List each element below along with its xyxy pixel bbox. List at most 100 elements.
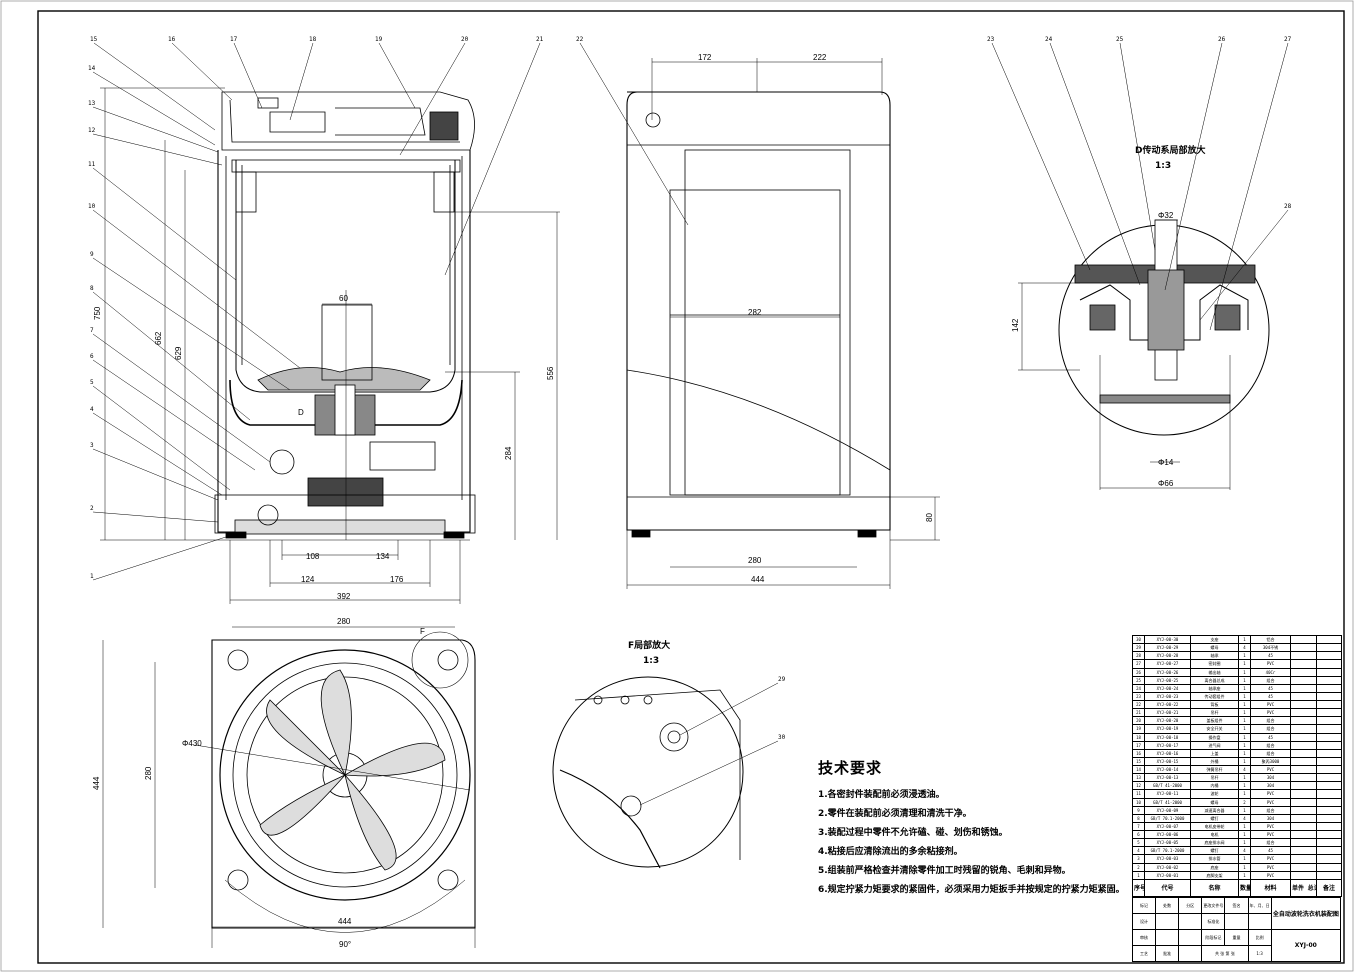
bom-cell: 1 [1238,708,1251,718]
bom-cell: 1 [1238,781,1251,791]
bom-cell [1290,813,1317,823]
bom-cell: 组合 [1250,724,1291,734]
bom-cell: GB/T 41-2000 [1144,797,1191,807]
note-item: 2.零件在装配前必须清理和清洗干净。 [818,809,972,819]
bom-cell: 1 [1238,805,1251,815]
balloon-19: 19 [375,36,383,43]
bom-cell: GB/T 70.1-2000 [1144,846,1191,856]
bom-cell: 支座 [1190,634,1239,645]
bom-header-cell: 单件 总计 重量 [1290,879,1317,897]
bom-cell [1290,829,1317,840]
side-view [579,42,940,589]
dim-d-bot: Φ14 [1158,458,1174,467]
balloon-21: 21 [536,36,544,43]
bom-cell: 20 [1132,716,1145,726]
balloon-12: 12 [88,127,96,134]
rev-col: 标记 [1131,897,1157,914]
bom-cell: 组合 [1250,838,1291,848]
bom-cell: GB/T 41-2000 [1144,781,1191,791]
bom-cell: 铝合 [1250,634,1291,645]
bom-cell: XYJ-00-22 [1144,699,1191,710]
bom-cell: 11 [1132,789,1145,799]
bom-cell: 进气阀 [1190,740,1239,750]
dimension-texts: 750 662 629 556 284 60 108 134 124 176 3… [92,53,1174,949]
bom-cell [1316,838,1342,848]
role: 标准化 [1201,913,1226,930]
balloon-24: 24 [1045,36,1053,43]
bom-cell: 45 [1250,691,1291,702]
dim-top-280-h: 280 [144,766,153,780]
balloon-14: 14 [88,65,96,72]
bom-cell: 2 [1132,862,1145,872]
bom-cell: 1 [1238,659,1251,669]
rev-col: 处数 [1155,897,1180,914]
bom-header-cell: 序号 [1132,879,1145,897]
drawing-number: XYJ-00 [1270,929,1342,962]
bom-cell: XYJ-00-09 [1144,805,1191,815]
bom-cell: PVC [1250,829,1291,840]
rev-col: 分区 [1178,897,1203,914]
balloon-5: 5 [90,379,94,386]
bom-cell: 组合 [1250,675,1291,685]
balloon-28: 28 [1284,203,1292,210]
bom-cell [1290,659,1317,669]
bom-cell [1290,643,1317,653]
bom-cell [1316,683,1342,693]
bom-cell: 1 [1238,854,1251,864]
bom-cell: 1 [1238,821,1251,832]
bom-cell: XYJ-00-26 [1144,667,1191,677]
front-section-view [92,42,560,604]
bom-cell [1316,708,1342,718]
bom-cell: 45 [1250,651,1291,661]
bom-cell: PVC [1250,797,1291,807]
front-balloons: 15 16 17 18 19 20 21 22 14 13 12 11 10 9… [88,36,584,580]
drawing-title: 全自动波轮洗衣机装配图 [1270,897,1342,930]
bom-cell [1316,634,1342,645]
balloon-7: 7 [90,327,94,334]
bom-cell: 1 [1238,716,1251,726]
bom-cell: 聚丙3000 [1250,756,1291,767]
balloon-9: 9 [90,251,94,258]
bom-cell [1290,667,1317,677]
balloon-27: 27 [1284,36,1292,43]
bom-cell: 4 [1238,813,1251,823]
bom-cell [1290,708,1317,718]
detail-d-view [991,42,1289,490]
bom-cell [1290,773,1317,783]
note-item: 3.装配过程中零件不允许磕、碰、划伤和锈蚀。 [818,828,1008,838]
bom-cell [1316,659,1342,669]
bom-cell [1316,748,1342,758]
bom-cell: 底座 [1190,862,1239,872]
bom-cell: 4 [1238,764,1251,775]
bom-cell: 27 [1132,659,1145,669]
bom-cell: XYJ-00-02 [1144,862,1191,872]
bom-cell [1290,862,1317,872]
bom-cell: 10 [1132,797,1145,807]
bom-cell: 1 [1238,732,1251,742]
bom-cell: 304不锈 [1250,643,1291,653]
role: 审核 [1131,929,1157,946]
dim-top-angle: 90° [339,940,351,949]
dim-629: 629 [174,346,183,360]
bom-cell: XYJ-00-11 [1144,789,1191,799]
bom-cell [1316,870,1342,881]
bom-cell: XYJ-00-13 [1144,773,1191,783]
bom-cell: XYJ-00-21 [1144,708,1191,718]
bom-cell: 波轮 [1190,789,1239,799]
bom-cell: 1 [1238,756,1251,767]
dim-662: 662 [154,331,163,345]
bom-cell: XYJ-00-03 [1144,854,1191,864]
balloon-30: 30 [778,734,786,741]
bom-cell [1290,789,1317,799]
bom-cell: 1 [1238,789,1251,799]
